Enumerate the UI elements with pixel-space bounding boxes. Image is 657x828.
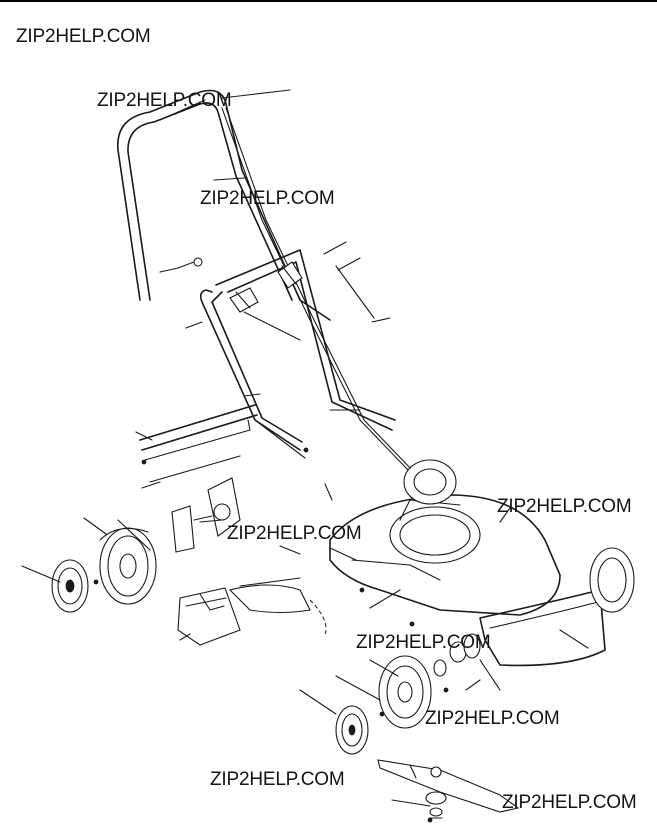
watermark-text: ZIP2HELP.COM — [356, 632, 491, 653]
front-skirt — [479, 589, 606, 667]
watermark-text: ZIP2HELP.COM — [425, 708, 560, 729]
small-hardware — [93, 393, 449, 823]
handle-knobs — [159, 241, 391, 329]
watermark-text: ZIP2HELP.COM — [227, 523, 362, 544]
watermark-text: ZIP2HELP.COM — [16, 26, 151, 47]
lower-handle — [199, 249, 396, 459]
watermark-text: ZIP2HELP.COM — [200, 188, 335, 209]
rear-wheel-left — [99, 527, 157, 605]
height-adjuster-bracket — [171, 477, 241, 553]
mulch-plug — [228, 584, 327, 636]
blade-adapter — [425, 791, 447, 819]
leader-lines — [21, 89, 589, 807]
upper-handle — [117, 89, 331, 321]
watermark-text: ZIP2HELP.COM — [210, 769, 345, 790]
control-cable — [221, 107, 409, 471]
wheel-spacers — [433, 633, 481, 677]
rear-deflector-rod — [139, 404, 258, 489]
mower-blade — [377, 759, 520, 813]
page-top-rule — [0, 0, 657, 2]
mower-deck — [329, 494, 561, 616]
side-discharge-chute — [177, 587, 241, 646]
watermark-text: ZIP2HELP.COM — [502, 792, 637, 813]
front-wheel-right-upper — [403, 459, 457, 505]
watermark-text: ZIP2HELP.COM — [497, 496, 632, 517]
front-wheel-center — [378, 655, 432, 729]
front-wheel-right — [589, 547, 635, 613]
watermark-text: ZIP2HELP.COM — [97, 90, 232, 111]
hub-cap-left — [51, 559, 89, 613]
hub-cap-center — [335, 705, 369, 755]
